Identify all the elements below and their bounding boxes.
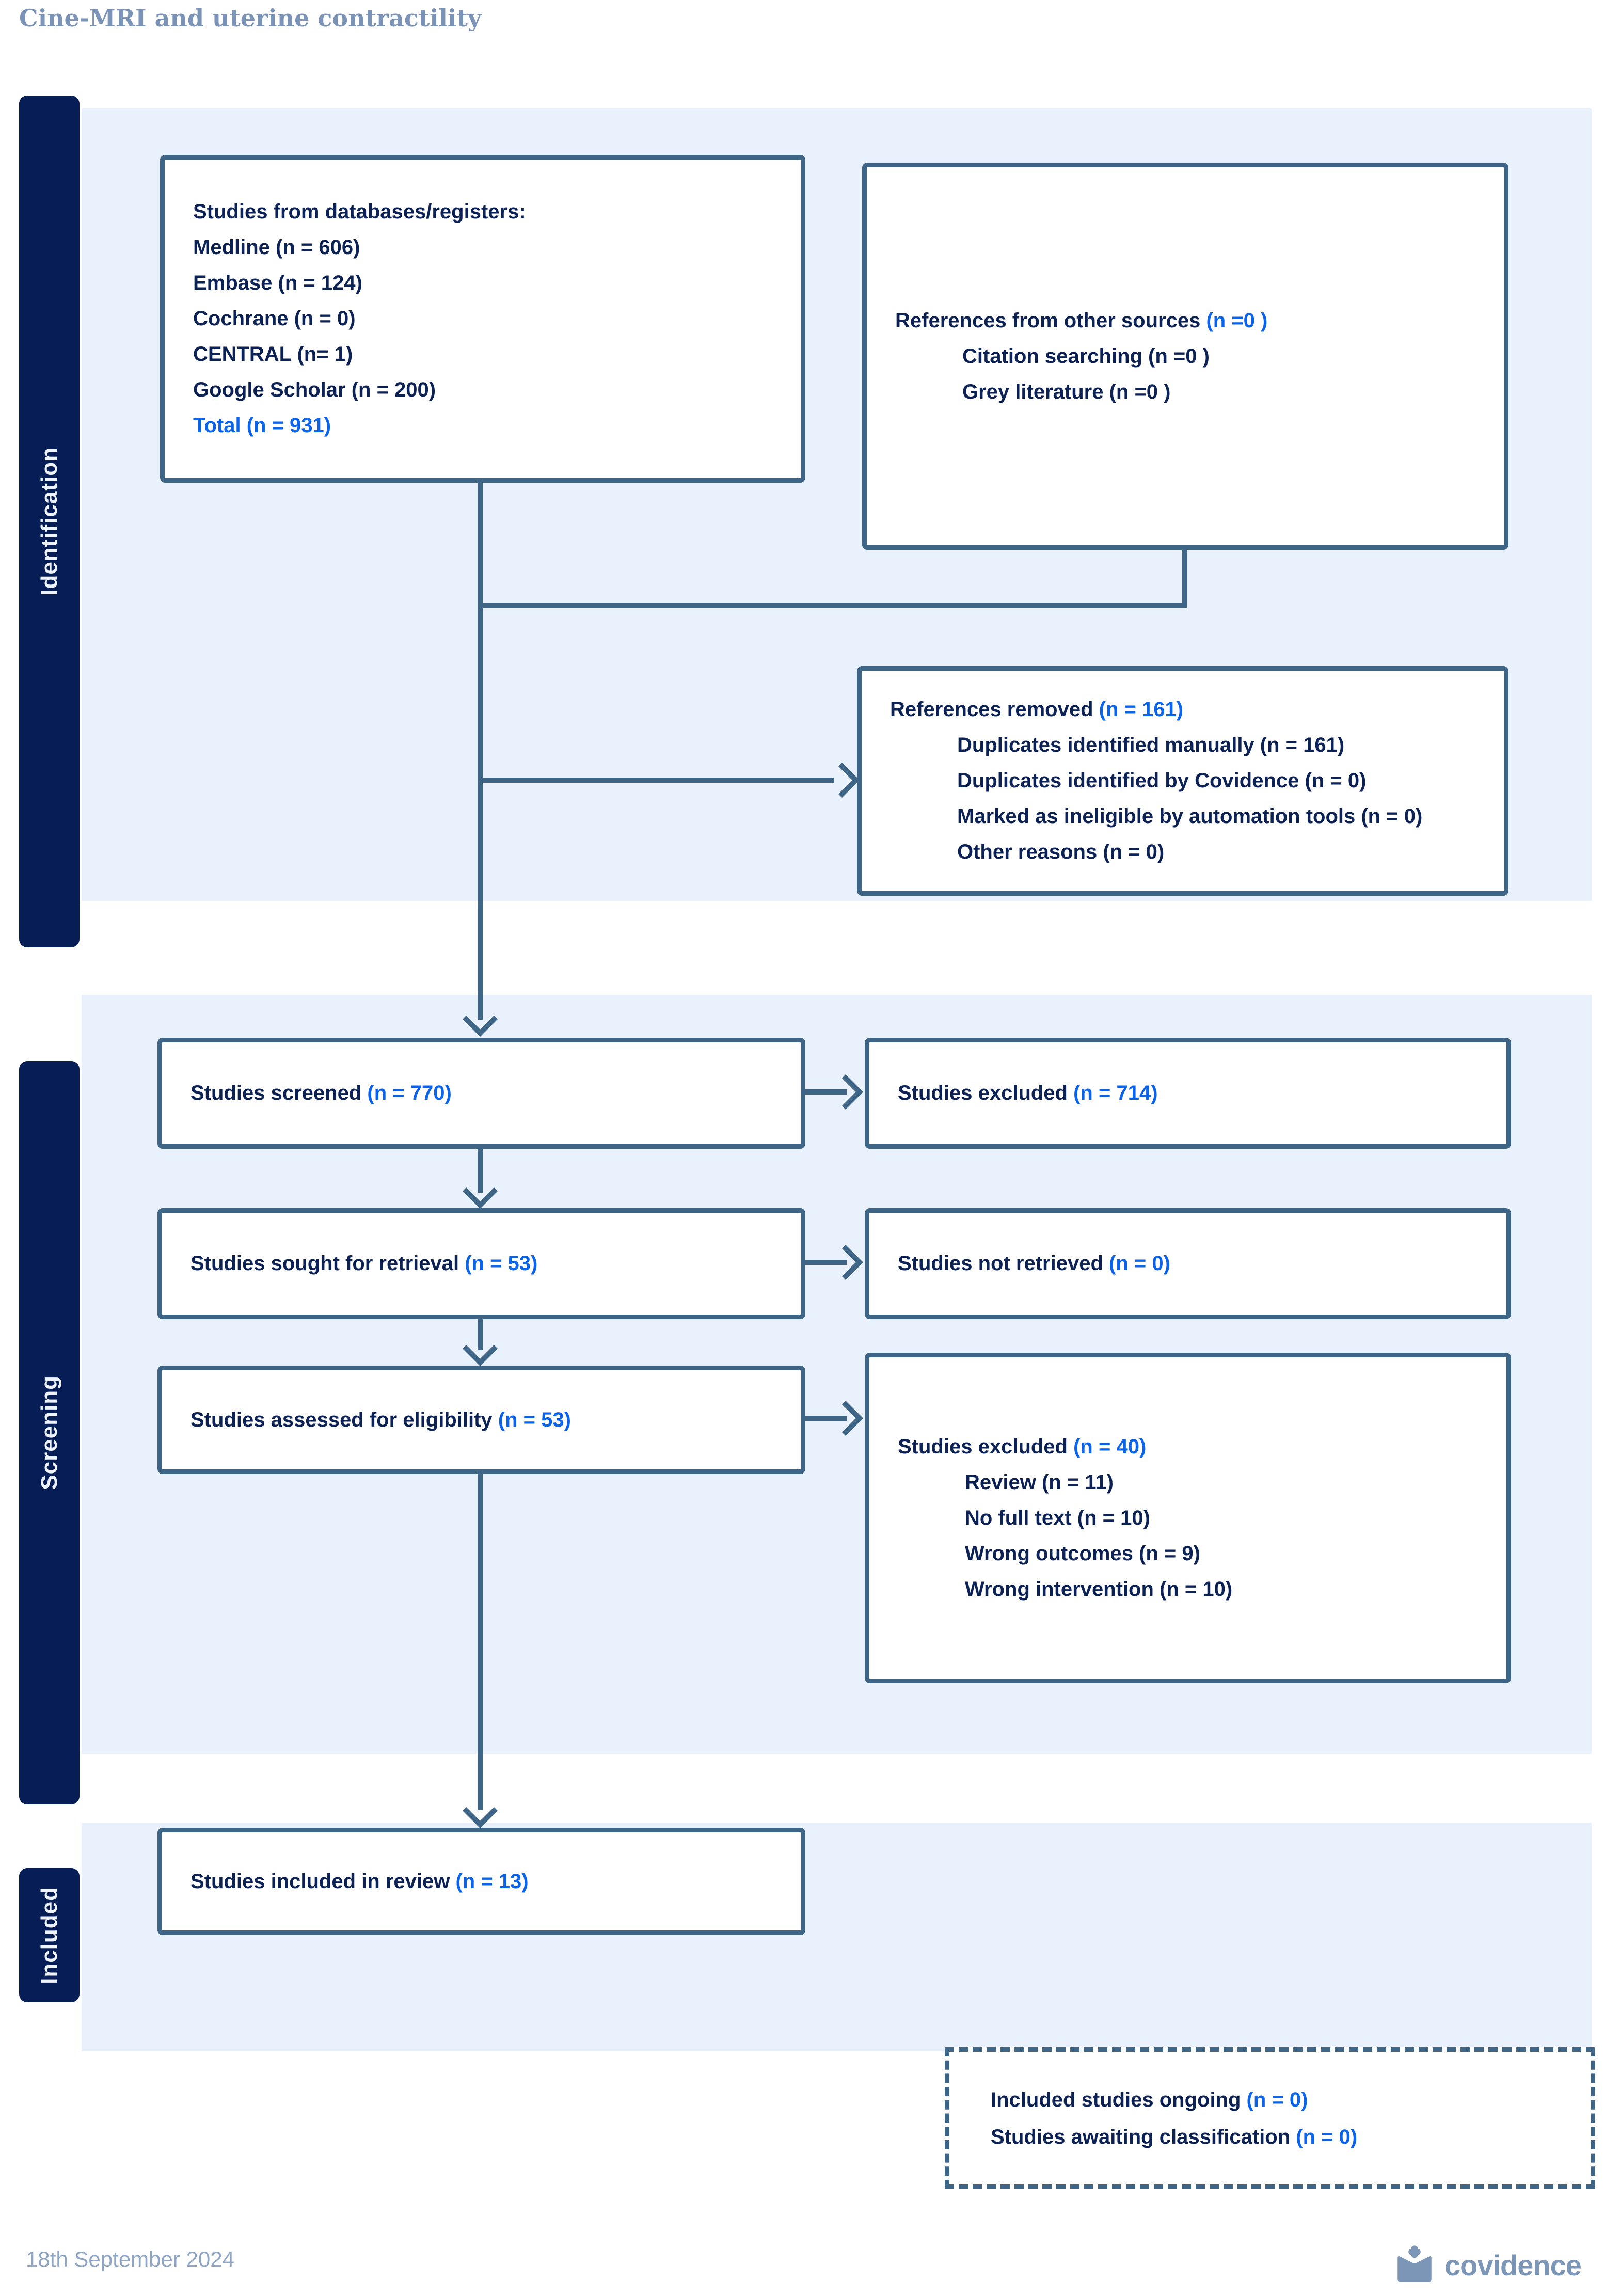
box-line-label: Studies excluded [898,1082,1074,1104]
box-line-label: Studies excluded [898,1435,1074,1458]
box-studies-assessed-eligibility: Studies assessed for eligibility (n = 53… [157,1366,805,1474]
box-line: Studies excluded (n = 40) [898,1429,1506,1465]
box-line: CENTRAL (n= 1) [193,343,353,366]
box-line-count: (n = 53) [498,1408,571,1431]
box-references-removed: References removed (n = 161) Duplicates … [857,666,1508,896]
box-subline: Duplicates identified manually (n = 161) [957,734,1345,756]
connector-line [805,1416,847,1421]
box-line-count: (n = 0) [1296,2125,1358,2148]
connector-line [805,1260,847,1265]
box-subline: No full text (n = 10) [965,1506,1150,1529]
box-subline: Wrong outcomes (n = 9) [965,1542,1200,1565]
box-line-label: References from other sources [895,309,1206,332]
box-studies-excluded-40: Studies excluded (n = 40) Review (n = 11… [865,1353,1511,1683]
box-line-label: References removed [890,698,1099,721]
stage-label-identification: Identification [19,96,80,947]
box-studies-screened: Studies screened (n = 770) [157,1038,805,1149]
stage-label-text: Identification [36,447,62,596]
box-line: Included studies ongoing (n = 0) [991,2081,1591,2118]
box-line-count: (n = 714) [1073,1082,1158,1104]
connector-line [478,1319,483,1350]
box-line: Cochrane (n = 0) [193,307,356,330]
box-line-count: (n = 0) [1246,2088,1308,2111]
box-ongoing-awaiting-classification: Included studies ongoing (n = 0) Studies… [945,2047,1595,2189]
box-line: Medline (n = 606) [193,236,360,259]
page-title: Cine-MRI and uterine contractility [19,4,482,32]
box-line: Studies from databases/registers: [193,200,526,223]
box-line-label: Studies not retrieved [898,1252,1109,1275]
stage-label-text: Screening [36,1375,62,1490]
connector-line [478,603,1187,608]
box-line-count: (n =0 ) [1206,309,1268,332]
box-line-label: Studies awaiting classification [991,2125,1296,2148]
box-line: References removed (n = 161) [890,692,1504,727]
box-line: Studies included in review (n = 13) [190,1864,801,1899]
stage-label-screening: Screening [19,1061,80,1804]
box-line-label: Included studies ongoing [991,2088,1247,2111]
connector-line [805,1089,847,1095]
covidence-book-plus-icon [1397,2245,1432,2282]
connector-line [478,1474,483,1810]
box-line-count: (n = 13) [455,1870,529,1893]
box-line-label: Studies assessed for eligibility [190,1408,498,1431]
box-line: Google Scholar (n = 200) [193,378,436,401]
box-line-count: (n = 40) [1073,1435,1147,1458]
box-line-count: (n = 0) [1108,1252,1170,1275]
box-line: Embase (n = 124) [193,272,362,294]
connector-line [478,483,483,1020]
box-line-count: (n = 161) [1099,698,1184,721]
box-line-count: (n = 53) [465,1252,538,1275]
box-line: Studies assessed for eligibility (n = 53… [190,1402,801,1438]
covidence-wordmark: covidence [1444,2249,1582,2282]
box-studies-sought-retrieval: Studies sought for retrieval (n = 53) [157,1208,805,1319]
covidence-logo: covidence [1394,2245,1582,2285]
box-line: Studies awaiting classification (n = 0) [991,2118,1591,2156]
box-subline: Duplicates identified by Covidence (n = … [957,769,1367,792]
box-subline: Review (n = 11) [965,1470,1114,1494]
box-references-other-sources: References from other sources (n =0 ) Ci… [862,163,1508,550]
box-subline: Marked as ineligible by automation tools… [957,805,1423,828]
box-line-label: Studies sought for retrieval [190,1252,465,1275]
box-line: Studies sought for retrieval (n = 53) [190,1246,801,1281]
connector-line [1182,550,1187,608]
box-line-label: Studies screened [190,1082,368,1104]
box-line: References from other sources (n =0 ) [895,303,1504,339]
box-line: Studies excluded (n = 714) [898,1075,1506,1111]
box-studies-included-review: Studies included in review (n = 13) [157,1828,805,1935]
box-line: Studies screened (n = 770) [190,1075,801,1111]
stage-label-included: Included [19,1868,80,2002]
box-studies-excluded-714: Studies excluded (n = 714) [865,1038,1511,1149]
box-line: Studies not retrieved (n = 0) [898,1246,1506,1281]
box-line-total: Total (n = 931) [193,414,331,437]
box-studies-from-databases: Studies from databases/registers: Medlin… [160,155,805,483]
stage-label-text: Included [36,1886,62,1984]
box-subline: Wrong intervention (n = 10) [965,1577,1233,1601]
box-subline: Grey literature (n =0 ) [962,380,1171,403]
connector-line [478,778,834,783]
export-date: 18th September 2024 [26,2247,234,2271]
connector-line [478,1149,483,1193]
box-line-label: Studies included in review [190,1870,456,1893]
box-line-count: (n = 770) [367,1082,452,1104]
box-studies-not-retrieved: Studies not retrieved (n = 0) [865,1208,1511,1319]
box-subline: Citation searching (n =0 ) [962,344,1210,368]
box-subline: Other reasons (n = 0) [957,841,1165,863]
